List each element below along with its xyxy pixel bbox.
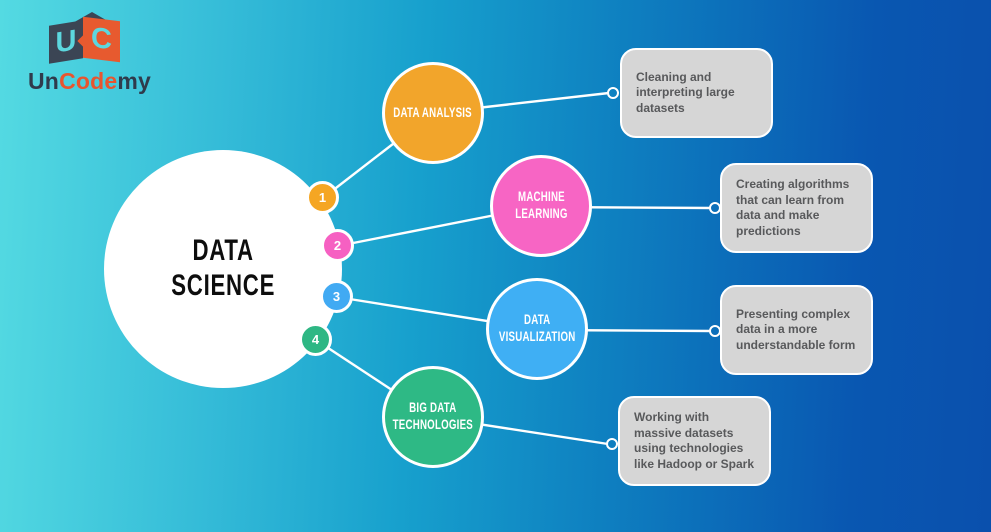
logo-cube-right-face: C: [83, 16, 120, 63]
logo-wordmark: UnCodemy: [28, 68, 151, 95]
wordmark-suffix: my: [117, 68, 152, 94]
topic-label: MACHINE LEARNING: [515, 189, 567, 223]
topic-label-line1: BIG DATA: [409, 400, 457, 416]
logo-cube-icon: U C: [48, 12, 122, 66]
topic-label: DATA VISUALIZATION: [499, 312, 576, 346]
description-box-big-data-technologies: Working with massive datasets using tech…: [618, 396, 771, 486]
description-text: Presenting complex data in a more unders…: [736, 306, 856, 352]
topic-label-line1: MACHINE: [517, 189, 565, 205]
logo-letter-u: U: [55, 23, 77, 60]
central-topic-title: DATA SCIENCE: [171, 234, 275, 304]
description-box-machine-learning: Creating algorithms that can learn from …: [720, 163, 873, 253]
topic-circle-big-data-technologies: BIG DATA TECHNOLOGIES: [382, 366, 484, 468]
description-text: Creating algorithms that can learn from …: [736, 177, 850, 238]
connector-ring: [709, 202, 721, 214]
wordmark-prefix: Un: [28, 68, 60, 94]
connector-ring: [607, 87, 619, 99]
wordmark-highlight: Code: [59, 68, 118, 94]
description-box-data-visualization: Presenting complex data in a more unders…: [720, 285, 873, 375]
branch-3-number-badge: 3: [320, 280, 353, 313]
topic-label-line2: VISUALIZATION: [498, 329, 576, 344]
description-text: Cleaning and interpreting large datasets: [636, 69, 735, 115]
topic-label: DATA ANALYSIS: [394, 105, 473, 122]
description-text: Working with massive datasets using tech…: [634, 410, 755, 471]
connector-ring: [606, 438, 618, 450]
central-topic-circle: DATA SCIENCE: [104, 150, 342, 388]
central-title-line2: SCIENCE: [171, 269, 275, 302]
description-box-data-analysis: Cleaning and interpreting large datasets: [620, 48, 773, 138]
branch-2-number-badge: 2: [321, 229, 354, 262]
branch-4-number-badge: 4: [299, 323, 332, 356]
branch-1-number-badge: 1: [306, 181, 339, 214]
topic-circle-data-analysis: DATA ANALYSIS: [382, 62, 484, 164]
topic-label-line1: DATA ANALYSIS: [393, 104, 473, 120]
topic-label-line2: TECHNOLOGIES: [392, 417, 474, 432]
logo-letter-c: C: [91, 21, 112, 57]
uncodemy-logo: U C UnCodemy: [28, 10, 178, 95]
central-title-line1: DATA: [192, 234, 254, 268]
topic-label: BIG DATA TECHNOLOGIES: [393, 400, 473, 434]
topic-circle-data-visualization: DATA VISUALIZATION: [486, 278, 588, 380]
topic-label-line1: DATA: [523, 312, 551, 328]
topic-circle-machine-learning: MACHINE LEARNING: [490, 155, 592, 257]
topic-label-line2: LEARNING: [514, 206, 568, 221]
connector-ring: [709, 325, 721, 337]
